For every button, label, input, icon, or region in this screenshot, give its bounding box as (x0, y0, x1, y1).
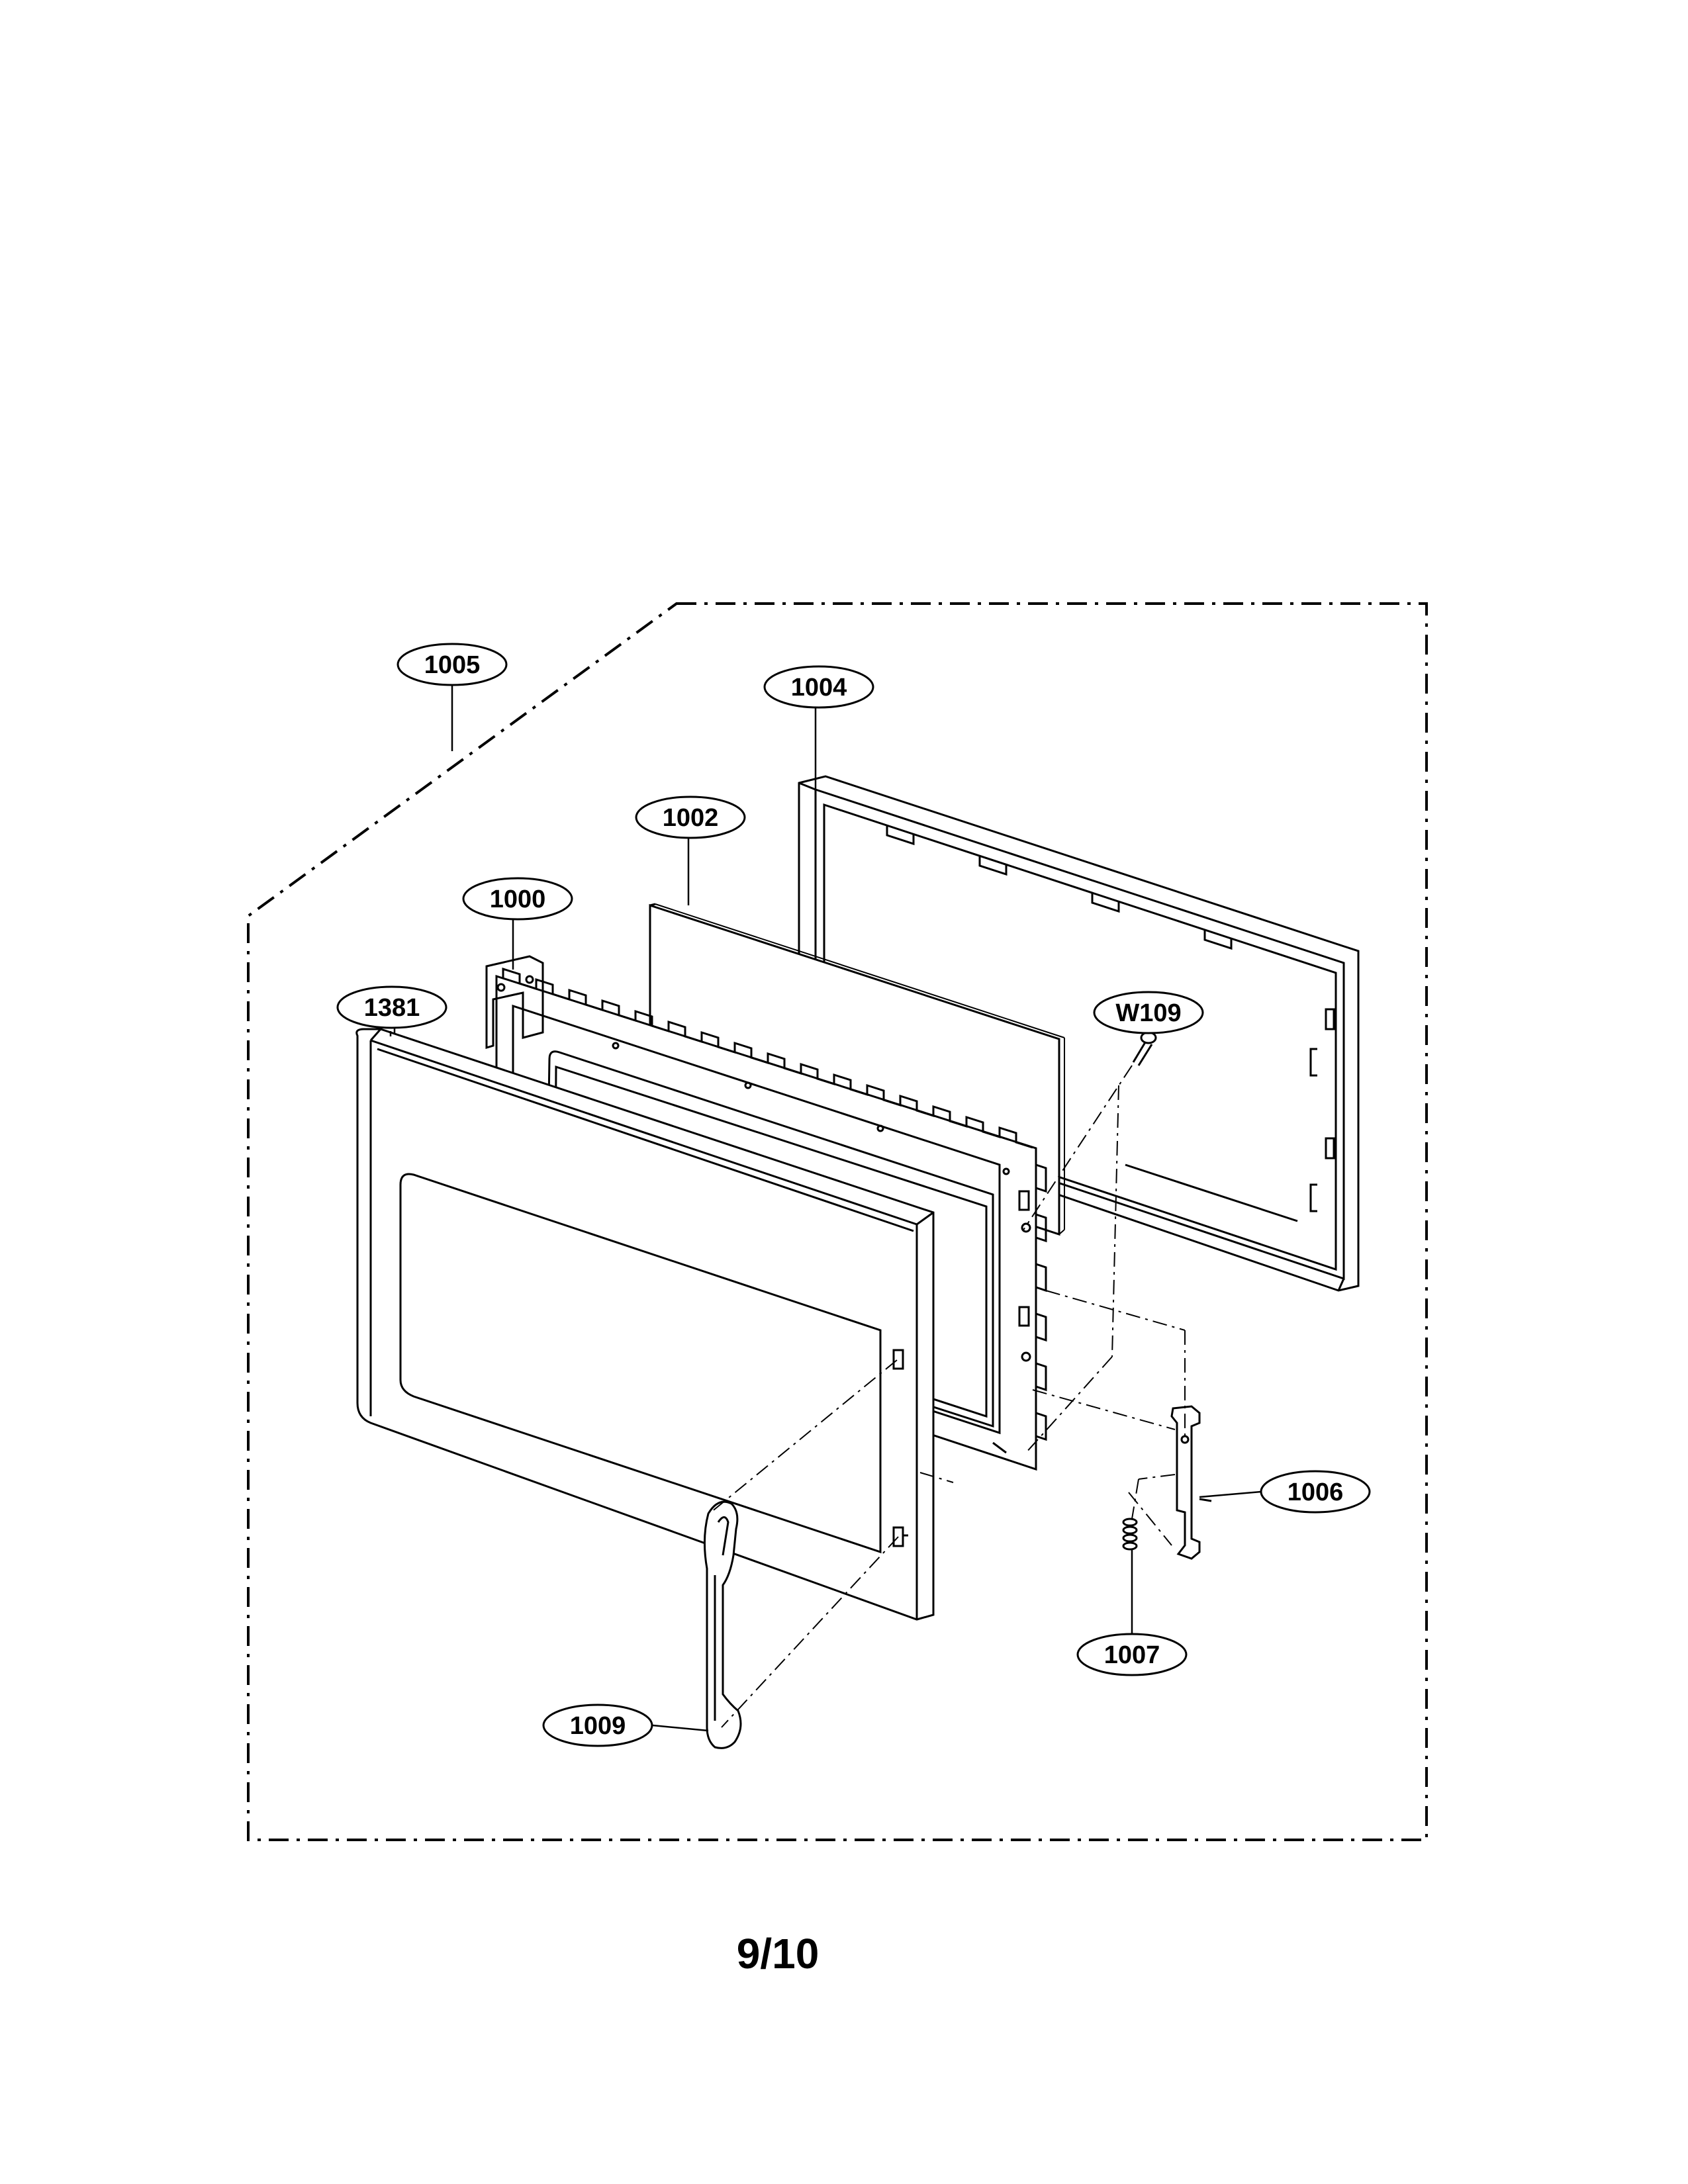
callout-1000: 1000 (462, 877, 573, 921)
page-number: 9/10 (736, 1930, 820, 1978)
callout-1002: 1002 (635, 796, 746, 839)
assembly-boundary-1005 (247, 602, 1428, 1841)
callout-1006: 1006 (1260, 1470, 1371, 1514)
part-1381-door-cover (355, 1028, 935, 1621)
callout-1009: 1009 (542, 1704, 653, 1747)
part-1007-spring (1122, 1518, 1138, 1551)
part-1006-latch (1170, 1405, 1212, 1560)
svg-text:1002: 1002 (663, 804, 719, 832)
svg-text:1006: 1006 (1288, 1479, 1344, 1506)
part-1009-handle (703, 1500, 742, 1749)
svg-text:1009: 1009 (570, 1712, 626, 1740)
callout-1005: 1005 (397, 643, 508, 686)
svg-text:1004: 1004 (791, 674, 847, 702)
callout-1004: 1004 (763, 665, 874, 709)
callout-1007: 1007 (1076, 1633, 1188, 1676)
svg-text:1000: 1000 (490, 886, 546, 913)
assembly-lines (710, 1065, 1186, 1728)
svg-text:W109: W109 (1115, 999, 1181, 1027)
svg-text:1381: 1381 (364, 994, 420, 1022)
svg-text:1007: 1007 (1104, 1641, 1160, 1669)
callout-1381: 1381 (336, 985, 447, 1029)
svg-text:1005: 1005 (424, 651, 481, 679)
callout-w109: W109 (1093, 991, 1204, 1034)
